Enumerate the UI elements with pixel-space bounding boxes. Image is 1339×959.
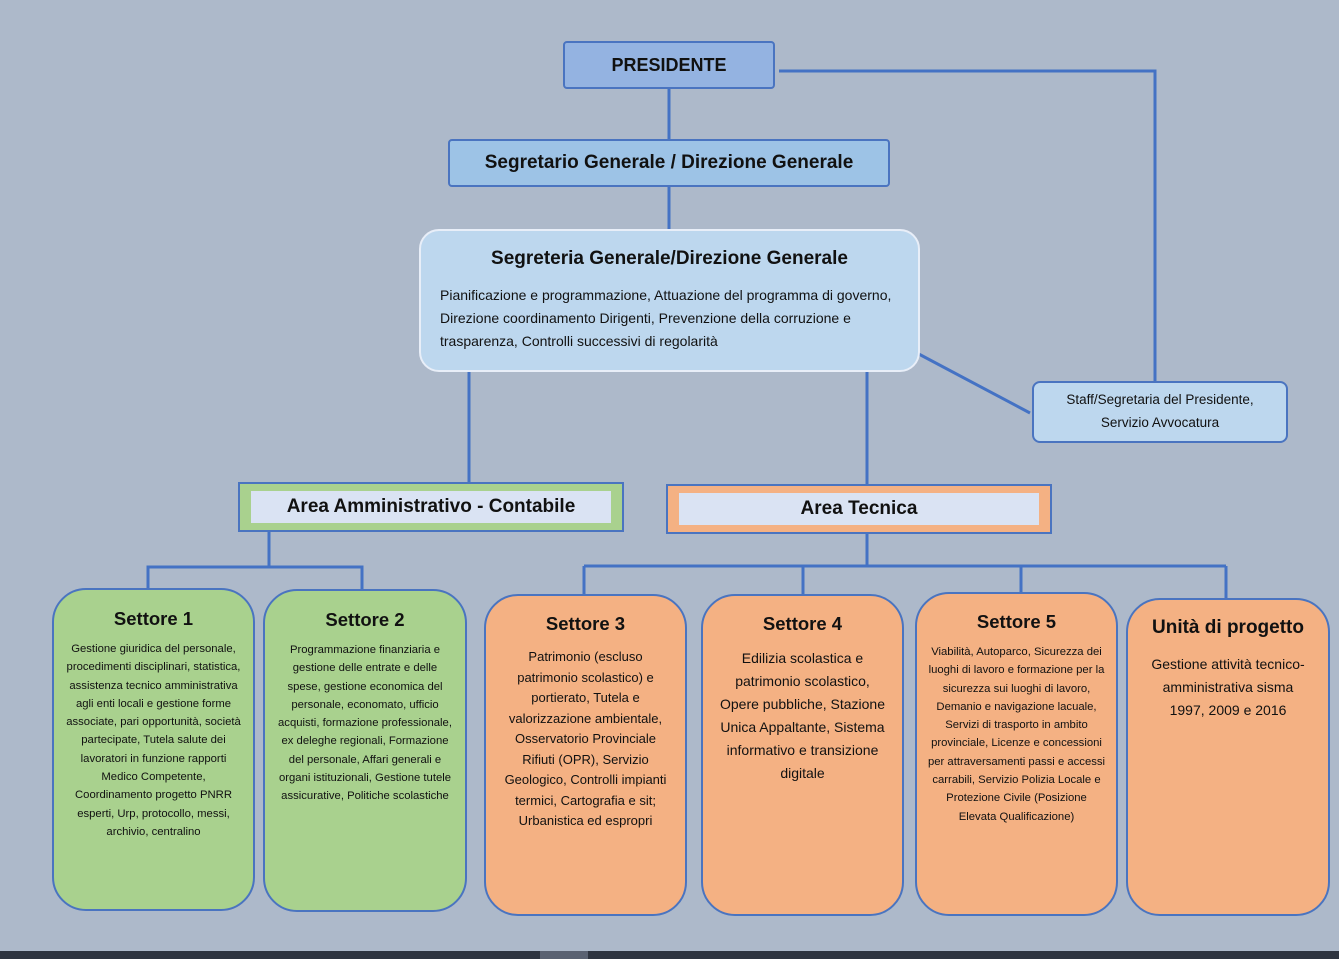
settore-title: Unità di progetto <box>1152 617 1304 638</box>
settore-4-box: Settore 4 Edilizia scolastica e patrimon… <box>701 594 904 916</box>
president-box: PRESIDENTE <box>563 41 775 89</box>
segretario-label: Segretario Generale / Direzione Generale <box>484 152 854 173</box>
settore-description: Edilizia scolastica e patrimonio scolast… <box>720 650 885 781</box>
settore-description: Programmazione finanziaria e gestione de… <box>278 644 452 803</box>
settore-description: Patrimonio (escluso patrimonio scolastic… <box>504 649 667 829</box>
unita-di-progetto-box: Unità di progetto Gestione attività tecn… <box>1126 598 1330 916</box>
settore-description: Gestione attività tecnico-amministrativa… <box>1151 656 1305 719</box>
settore-5-box: Settore 5 Viabilità, Autoparco, Sicurezz… <box>915 592 1118 916</box>
connector-segreteria-staff <box>914 350 1031 415</box>
settore-title: Settore 5 <box>976 611 1057 632</box>
segretario-generale-box: Segretario Generale / Direzione Generale <box>448 139 890 187</box>
staff-label: Staff/Segretaria del Presidente, Servizi… <box>1066 392 1254 430</box>
settore-description: Viabilità, Autoparco, Sicurezza dei luog… <box>927 646 1106 823</box>
staff-box: Staff/Segretaria del Presidente, Servizi… <box>1032 381 1288 443</box>
president-label: PRESIDENTE <box>611 54 727 75</box>
bottom-bar <box>0 951 1339 959</box>
settore-description: Gestione giuridica del personale, proced… <box>66 643 241 838</box>
settore-title: Settore 3 <box>545 613 626 634</box>
bottom-bar-marker <box>540 951 588 959</box>
settore-1-box: Settore 1 Gestione giuridica del persona… <box>52 588 255 911</box>
area-tecnica: Area Tecnica <box>666 484 1052 534</box>
area-amministrativo-label: Area Amministrativo - Contabile <box>251 491 611 523</box>
settore-title: Settore 2 <box>325 609 405 630</box>
settore-title: Settore 1 <box>113 608 194 629</box>
area-tecnica-label: Area Tecnica <box>679 493 1039 525</box>
connector-president-staff <box>779 69 1157 381</box>
settore-3-box: Settore 3 Patrimonio (escluso patrimonio… <box>484 594 687 916</box>
segreteria-generale-box: Segreteria Generale/Direzione Generale P… <box>419 229 920 372</box>
settore-2-box: Settore 2 Programmazione finanziaria e g… <box>263 589 467 912</box>
area-amministrativo-contabile: Area Amministrativo - Contabile <box>238 482 624 532</box>
segreteria-description: Pianificazione e programmazione, Attuazi… <box>440 287 892 350</box>
segreteria-title: Segreteria Generale/Direzione Generale <box>491 248 848 269</box>
settore-title: Settore 4 <box>762 613 843 634</box>
connector-amm-branch <box>146 565 364 589</box>
